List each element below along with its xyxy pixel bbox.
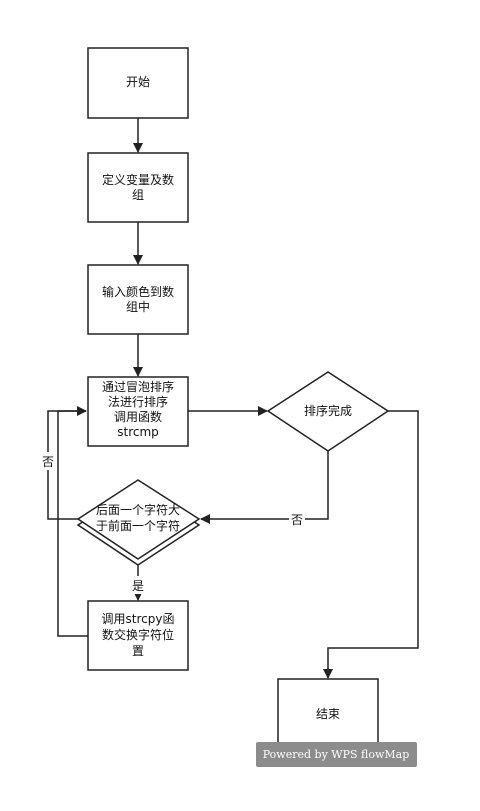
input-node bbox=[87, 264, 189, 335]
sort-done-label: 排序完成 bbox=[304, 403, 352, 418]
define-label-line2: 组 bbox=[132, 188, 144, 202]
swap-node bbox=[87, 600, 189, 671]
watermark-badge bbox=[256, 742, 417, 767]
edge-label-no-right: 否 bbox=[291, 513, 303, 527]
swap-label-line3: 置 bbox=[132, 644, 144, 658]
input-label-line2: 组中 bbox=[126, 299, 150, 314]
sort-label-line3: 调用函数 bbox=[114, 409, 162, 424]
swap-label-line1: 调用strcpy函 bbox=[102, 612, 175, 626]
compare-label-line2: 于前面一个字符 bbox=[96, 518, 180, 533]
watermark-text: Powered by WPS flowMap bbox=[263, 748, 410, 761]
sort-label-line2: 法进行排序 bbox=[108, 394, 168, 409]
compare-decision bbox=[76, 479, 201, 560]
define-label-line1: 定义变量及数 bbox=[102, 172, 174, 187]
sort-label-line4: strcmp bbox=[117, 425, 159, 439]
edge-done-yes-end bbox=[323, 410, 419, 679]
end-node bbox=[277, 678, 379, 750]
end-label: 结束 bbox=[316, 707, 340, 721]
define-node bbox=[87, 152, 189, 223]
start-node bbox=[87, 47, 189, 119]
start-label: 开始 bbox=[126, 75, 150, 89]
sort-label-line1: 通过冒泡排序 bbox=[102, 379, 174, 394]
edge-label-no-left: 否 bbox=[42, 455, 54, 469]
edge-label-yes: 是 bbox=[132, 579, 144, 593]
edge-done-no-compare bbox=[200, 451, 329, 524]
compare-label-line1: 后面一个字符大 bbox=[96, 502, 180, 517]
edge-swap-sort bbox=[57, 410, 88, 637]
swap-label-line2: 数交换字符位 bbox=[102, 627, 174, 642]
input-label-line1: 输入颜色到数 bbox=[102, 284, 174, 299]
